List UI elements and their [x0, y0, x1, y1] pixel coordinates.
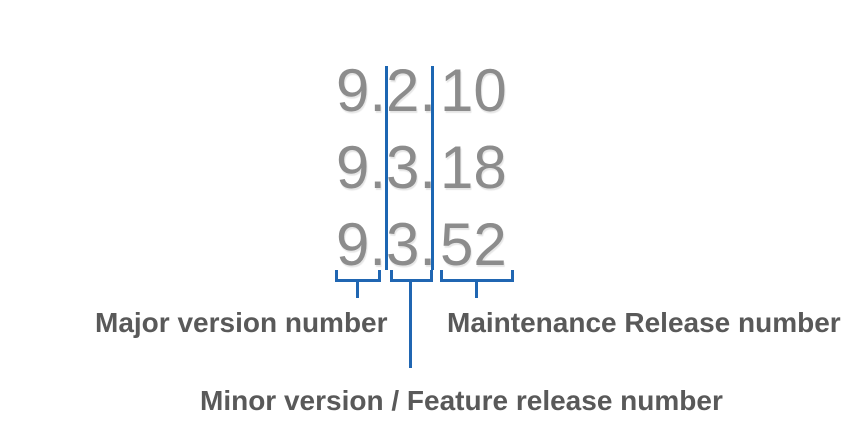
version-list: 9. 2. 10 9. 3. 18 9. 3. 52	[335, 52, 550, 283]
maintenance-bracket-left-tick	[440, 270, 443, 282]
minor-number: 3.	[386, 214, 436, 275]
version-separator: .	[369, 133, 386, 201]
major-number-value: 9	[335, 210, 370, 278]
major-number-value: 9	[335, 56, 370, 124]
major-bracket-right-tick	[378, 270, 381, 282]
minor-bracket-left-tick	[390, 270, 393, 282]
maintenance-bracket-stem	[475, 279, 478, 298]
minor-number-value: 2	[386, 56, 420, 124]
major-bracket-left-tick	[335, 270, 338, 282]
major-number: 9.	[335, 137, 386, 198]
version-separator: .	[369, 210, 386, 278]
minor-bracket-stem	[409, 279, 412, 368]
major-number: 9.	[335, 214, 386, 275]
maintenance-number: 10	[440, 56, 507, 124]
maintenance-number: 52	[440, 210, 507, 278]
maintenance-number: 18	[440, 133, 507, 201]
minor-version-label: Minor version / Feature release number	[200, 385, 723, 416]
major-number: 9.	[335, 60, 386, 121]
maintenance-bracket-right-tick	[511, 270, 514, 282]
separator-line-minor-maintenance	[431, 66, 434, 270]
minor-number: 3.	[386, 137, 436, 198]
version-row: 9. 2. 10	[335, 52, 550, 129]
major-bracket-stem	[356, 279, 359, 298]
minor-number-value: 3	[386, 133, 420, 201]
version-separator: .	[369, 56, 386, 124]
maintenance-release-label: Maintenance Release number	[447, 307, 841, 338]
version-row: 9. 3. 18	[335, 129, 550, 206]
minor-bracket-right-tick	[430, 270, 433, 282]
major-number-value: 9	[335, 133, 370, 201]
minor-number-value: 3	[386, 210, 420, 278]
major-version-label: Major version number	[95, 307, 388, 338]
minor-number: 2.	[386, 60, 436, 121]
separator-line-major-minor	[385, 66, 388, 270]
